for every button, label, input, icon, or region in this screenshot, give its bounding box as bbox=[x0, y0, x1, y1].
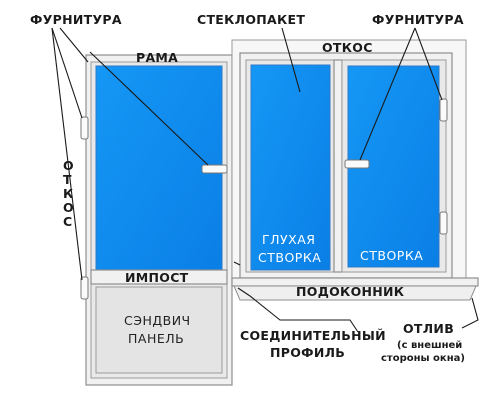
window-mullion bbox=[333, 59, 343, 273]
window-hinge-bottom bbox=[439, 211, 448, 235]
label-slope-top: ОТКОС bbox=[322, 40, 373, 55]
door-glass-unit bbox=[95, 65, 223, 271]
svg-text:О: О bbox=[63, 158, 74, 173]
label-connecting-profile-2: ПРОФИЛЬ bbox=[270, 345, 345, 360]
label-windowsill: ПОДОКОННИК bbox=[296, 284, 405, 299]
svg-text:Т: Т bbox=[63, 172, 72, 187]
leader-lines bbox=[51, 27, 479, 333]
label-slope-side: О Т К О С bbox=[63, 158, 74, 229]
fixed-sash-glass bbox=[250, 64, 331, 271]
window-handle bbox=[344, 159, 370, 169]
label-sandwich-2: ПАНЕЛЬ bbox=[128, 331, 184, 346]
window-block bbox=[231, 39, 479, 301]
label-frame: РАМА bbox=[136, 50, 178, 65]
label-drip-2: (с внешней bbox=[397, 340, 462, 351]
label-drip-1: ОТЛИВ bbox=[403, 321, 454, 336]
label-hardware-right: ФУРНИТУРА bbox=[372, 12, 464, 27]
svg-text:С: С bbox=[63, 214, 72, 229]
door-mullion bbox=[90, 269, 228, 285]
drip-sill bbox=[233, 285, 477, 301]
svg-text:К: К bbox=[63, 186, 74, 201]
label-drip-3: стороны окна) bbox=[381, 353, 465, 364]
door-hinge-top bbox=[80, 116, 89, 140]
label-fixed-sash-1: ГЛУХАЯ bbox=[262, 232, 315, 247]
label-sandwich-1: СЭНДВИЧ bbox=[124, 313, 191, 328]
sandwich-panel bbox=[95, 286, 223, 374]
label-opening-sash: СТВОРКА bbox=[360, 248, 423, 263]
label-hardware-left: ФУРНИТУРА bbox=[30, 12, 122, 27]
door-hinge-bottom bbox=[80, 276, 89, 300]
window-hinge-top bbox=[439, 98, 448, 122]
balcony-door bbox=[80, 54, 233, 386]
label-mullion: ИМПОСТ bbox=[125, 270, 189, 285]
svg-text:О: О bbox=[63, 200, 74, 215]
door-handle bbox=[201, 164, 228, 174]
label-glass-unit: СТЕКЛОПАКЕТ bbox=[197, 12, 305, 27]
label-fixed-sash-2: СТВОРКА bbox=[258, 250, 321, 265]
label-connecting-profile-1: СОЕДИНИТЕЛЬНЫЙ bbox=[240, 328, 386, 343]
